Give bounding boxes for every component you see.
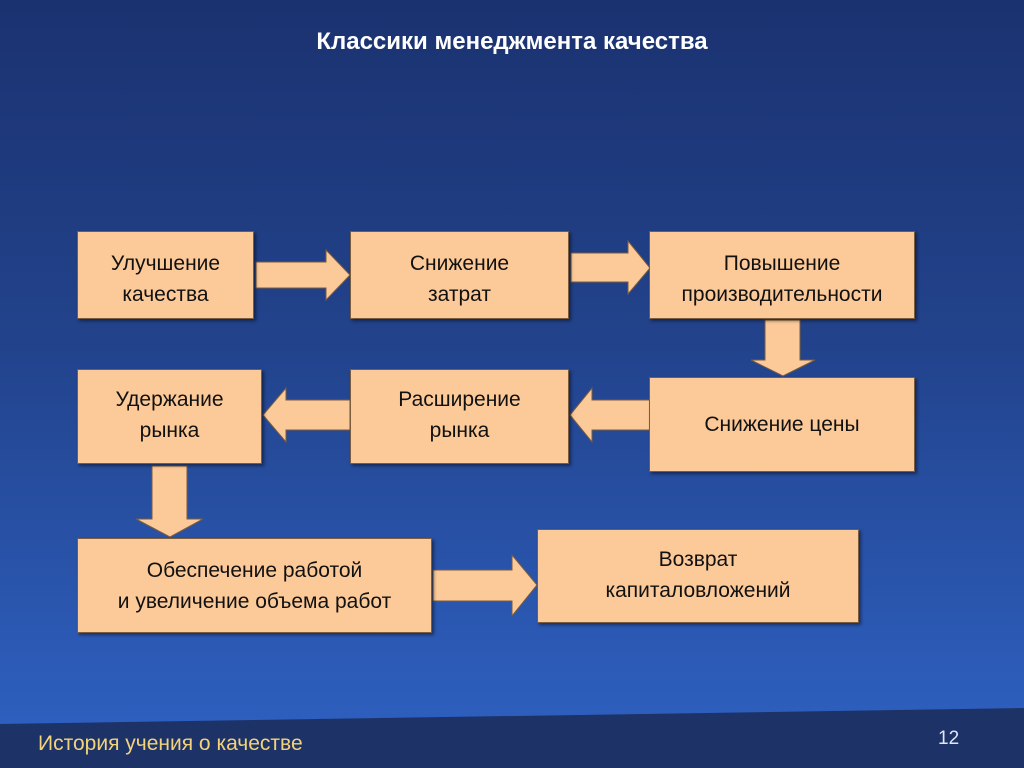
node-quality-improvement: Улучшение качества <box>77 231 254 319</box>
node-productivity-increase: Повышение производительности <box>649 231 915 319</box>
node-price-reduction: Снижение цены <box>649 377 915 472</box>
node-employment: Обеспечение работой и увеличение объема … <box>77 538 432 633</box>
arrow-price-to-market-expansion <box>569 386 651 444</box>
footer-text: История учения о качестве <box>38 732 303 755</box>
arrow-employment-to-roi <box>432 553 538 618</box>
node-market-retention: Удержание рынка <box>77 369 262 464</box>
arrow-costs-to-productivity <box>570 239 651 296</box>
node-cost-reduction: Снижение затрат <box>350 231 569 319</box>
arrow-quality-to-costs <box>255 248 351 302</box>
arrow-retention-to-employment <box>135 465 204 538</box>
arrow-productivity-to-price <box>750 319 816 377</box>
slide-title: Классики менеджмента качества <box>316 28 708 55</box>
arrow-market-expansion-to-retention <box>262 386 351 444</box>
node-roi: Возврат капиталовложений <box>537 529 859 623</box>
node-market-expansion: Расширение рынка <box>350 369 569 464</box>
page-number: 12 <box>938 728 960 749</box>
